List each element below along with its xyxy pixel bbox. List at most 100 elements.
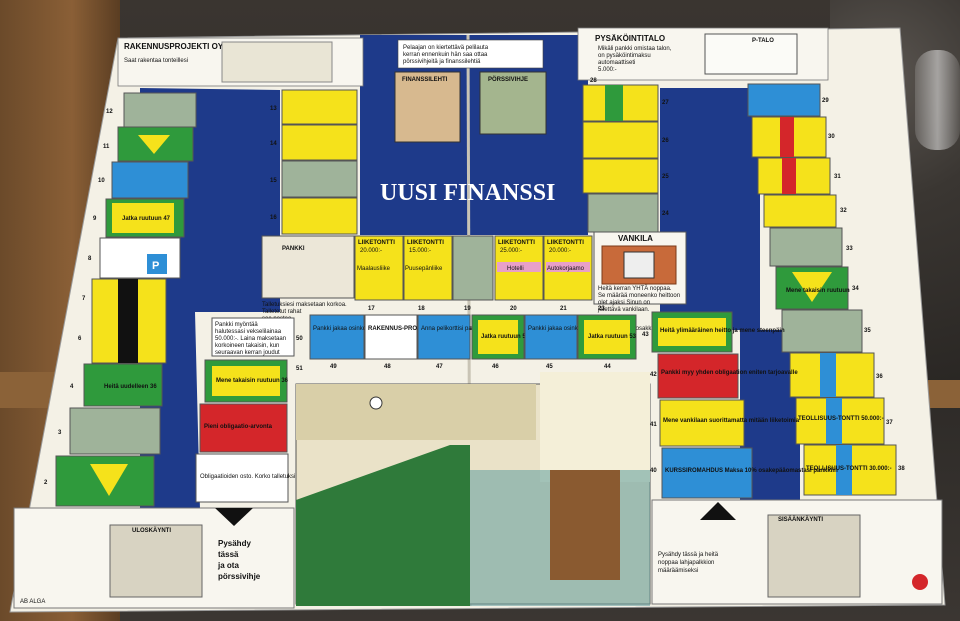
inner-text: Jatka ruutuun 52 — [481, 334, 530, 340]
right-card-text: Pankki myy yhden obligaation eniten tarj… — [661, 370, 798, 376]
square-25[interactable] — [582, 158, 659, 194]
bank-card[interactable] — [261, 235, 355, 299]
exit-line-2: tässä — [218, 550, 239, 559]
square-26[interactable] — [582, 121, 659, 159]
square-42[interactable] — [657, 353, 739, 399]
square-38-band — [836, 445, 852, 495]
square-13[interactable] — [281, 89, 358, 125]
square-number: 3 — [58, 430, 62, 436]
parking-title: PYSÄKÖINTITALO — [595, 34, 665, 43]
square-53[interactable] — [195, 453, 289, 503]
plot-title: LIIKETONTTI — [407, 240, 444, 246]
square-number: 4 — [70, 384, 74, 390]
construction-illustration — [221, 41, 333, 83]
square-number: 6 — [78, 336, 82, 342]
plot-price: 20.000:- — [549, 248, 571, 254]
square-number: 34 — [852, 286, 859, 292]
loan-line-1: Pankki myöntää — [215, 322, 258, 328]
square-52[interactable] — [199, 403, 288, 453]
center-notice-line-2: kerran ennenkuin hän saa ottaa — [403, 52, 488, 58]
square-35[interactable] — [781, 309, 863, 353]
square-3[interactable] — [69, 407, 161, 455]
arrow-up-icon — [700, 502, 736, 520]
exit-door — [109, 524, 203, 598]
loan-line-3: 50.000:-. Laina maksetaan — [215, 336, 286, 342]
plot-price: 15.000:- — [409, 248, 431, 254]
square-12[interactable] — [123, 92, 197, 128]
square-10[interactable] — [111, 161, 189, 199]
game-title: UUSI FINANSSI — [380, 180, 555, 206]
square-24[interactable] — [587, 193, 659, 233]
square-number: 30 — [828, 134, 835, 140]
square-41[interactable] — [659, 399, 745, 447]
square-43-card — [658, 318, 726, 346]
porssivihje-deck[interactable] — [479, 71, 547, 135]
exit-label: ULOSKÄYNTI — [132, 527, 171, 534]
prison-line-2: Se määrää moneenko heittoon — [598, 293, 680, 299]
square-18[interactable] — [403, 235, 453, 301]
square-number: 16 — [270, 215, 277, 221]
square-number: 26 — [662, 138, 669, 144]
finanssilehti-label: FINANSSILEHTI — [402, 77, 448, 83]
right-column: Mene takaisin ruutuun TEOLLISUUS-TONTTI … — [747, 83, 897, 496]
square-49[interactable] — [309, 314, 365, 360]
square-number: 37 — [886, 420, 893, 426]
right-card-text: KURSSIROMAHDUS Maksa 10% osakepääomastas… — [665, 468, 838, 474]
arrow-icon — [792, 272, 832, 302]
square-number: 51 — [296, 366, 303, 372]
arrow-icon — [138, 135, 170, 154]
square-number: 24 — [662, 211, 669, 217]
parking-line-2: on pysäköintimaksu — [598, 53, 651, 59]
square-number: 19 — [464, 306, 471, 312]
bank-counter — [296, 445, 470, 606]
square-16[interactable] — [281, 197, 358, 235]
square-19[interactable] — [452, 235, 494, 301]
square-40[interactable] — [661, 447, 753, 499]
square-number: 20 — [510, 306, 517, 312]
entrance-line-1: Pysähdy tässä ja heitä — [658, 552, 719, 558]
square-33[interactable] — [769, 227, 843, 267]
jatka-47-label: Jatka ruutuun 47 — [122, 216, 171, 222]
square-4[interactable] — [83, 363, 163, 407]
square-number: 43 — [642, 332, 649, 338]
navy-field-right — [660, 88, 800, 500]
entrance-label: SISÄÄNKÄYNTI — [778, 516, 823, 523]
finanssilehti-deck[interactable] — [394, 71, 461, 143]
square-30-band — [780, 117, 794, 157]
prison-window — [623, 251, 655, 279]
square-number: 41 — [650, 422, 657, 428]
parking-line-3: automaattiseti — [598, 60, 635, 66]
square-32[interactable] — [763, 194, 837, 228]
plot-highlight — [546, 262, 590, 272]
arrow-icon — [90, 464, 128, 496]
plot-price: 25.000:- — [500, 248, 522, 254]
square-45[interactable] — [524, 314, 578, 360]
square-17[interactable] — [354, 235, 404, 301]
square-number: 9 — [93, 216, 97, 222]
square-15[interactable] — [281, 160, 358, 198]
square-number: 31 — [834, 174, 841, 180]
square-number: 38 — [898, 466, 905, 472]
square-number: 11 — [103, 144, 110, 150]
parking-building — [704, 33, 798, 75]
square-48[interactable] — [364, 314, 418, 360]
center-notice — [397, 39, 544, 69]
bank-note-line-2: Talletetut rahat — [262, 309, 302, 315]
bank-name: PANKKI — [282, 246, 305, 252]
construction-subtitle: Saat rakentaa tonteillesi — [124, 58, 188, 64]
prison-title: VANKILA — [618, 234, 653, 243]
square-14[interactable] — [281, 124, 358, 161]
mene-label: Mene takaisin ruutuun — [786, 288, 850, 294]
publisher-mark: AB ALGA — [20, 599, 45, 605]
square-number: 17 — [368, 306, 375, 312]
bank-note-line-1: Talletuksiesi maksetaan korkoa. — [262, 302, 347, 308]
square-8[interactable] — [99, 237, 181, 279]
clock-icon — [369, 396, 383, 410]
square-29[interactable] — [747, 83, 821, 117]
loan-notice[interactable] — [211, 317, 295, 357]
square-47[interactable] — [417, 314, 471, 360]
square-number: 42 — [650, 372, 657, 378]
prison-line-3: olet ajaksi Sinun on — [598, 300, 650, 306]
left-inner-text: Obligaatioiden osto. Korko talletuksille… — [200, 474, 303, 480]
